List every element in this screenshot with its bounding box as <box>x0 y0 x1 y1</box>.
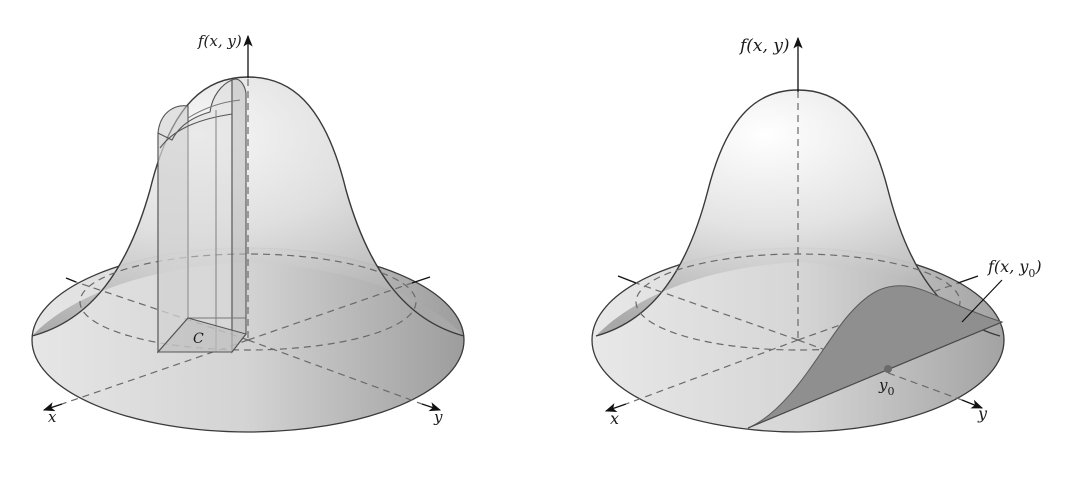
point-y0-marker <box>884 365 892 373</box>
slice-f-x-y0 <box>747 285 1004 429</box>
right-y-axis-arrow <box>961 399 984 409</box>
column-top-inner <box>187 99 241 119</box>
left-y-axis-back-solid <box>411 276 431 284</box>
column-side-left <box>157 105 189 354</box>
left-dashed-base-ellipse <box>79 253 417 351</box>
left-column-over-region-c <box>156 78 247 354</box>
left-panel: f(x, y) x y C <box>31 32 465 433</box>
left-z-axis-label: f(x, y) <box>197 32 242 50</box>
point-y0-label: y0 <box>878 376 894 398</box>
slice-label-leader <box>961 279 1003 323</box>
right-z-axis-label: f(x, y) <box>738 36 790 56</box>
column-top-curve <box>159 113 233 149</box>
right-x-axis-label: x <box>610 409 619 428</box>
right-x-axis-dashed <box>635 282 799 341</box>
right-panel: f(x, y) x y f(x, y0) y0 <box>591 36 1042 433</box>
left-y-axis-dashed <box>247 282 413 341</box>
left-y-axis-arrow <box>421 402 442 412</box>
region-c-base <box>156 317 247 353</box>
left-x-axis-front-dashed <box>61 339 249 405</box>
left-x-axis-arrow <box>42 402 63 412</box>
right-x-axis-front-dashed <box>625 339 799 405</box>
left-x-axis-back-solid <box>65 277 77 283</box>
slice-base-line <box>747 321 1003 429</box>
slice-label: f(x, y0) <box>987 257 1042 280</box>
left-y-axis-label: y <box>433 408 443 426</box>
right-y-axis-label: y <box>977 404 988 423</box>
left-bell-surface <box>32 77 464 336</box>
left-y-axis-front-dashed <box>247 339 423 405</box>
region-c-label: C <box>193 331 204 347</box>
right-x-axis-back-solid <box>617 275 637 284</box>
right-x-axis-arrow <box>604 403 627 412</box>
column-side-right <box>231 78 247 354</box>
right-y-axis-back-solid <box>957 275 979 284</box>
left-x-axis-label: x <box>48 408 57 426</box>
column-side-front <box>157 79 233 353</box>
